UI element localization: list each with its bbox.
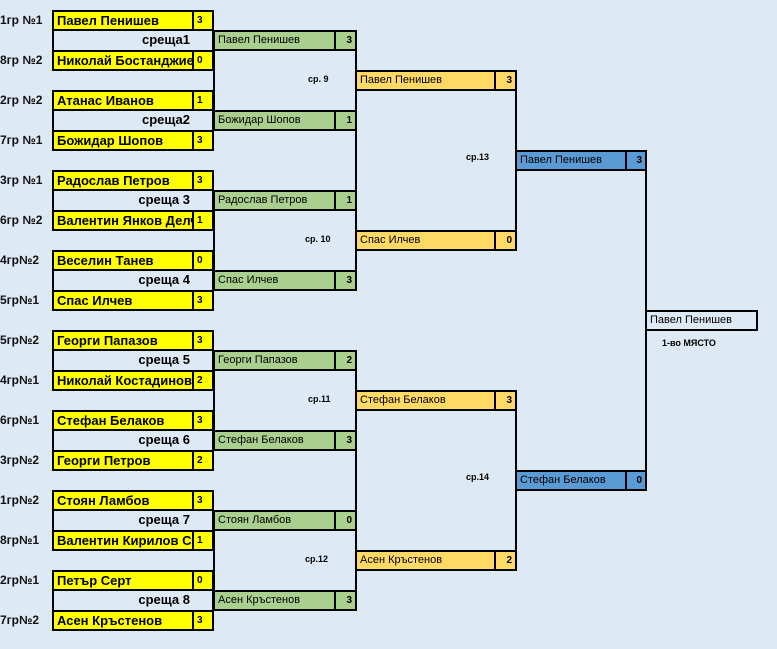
round2-player-name[interactable]: Георги Папазов — [213, 350, 336, 371]
player-name[interactable]: Стоян Ламбов — [52, 490, 194, 511]
player-name[interactable]: Георги Петров — [52, 450, 194, 471]
player-name[interactable]: Петър Серт — [52, 570, 194, 591]
player-score: 0 — [192, 570, 214, 591]
player-score: 3 — [192, 330, 214, 351]
round3-player-score: 0 — [494, 230, 517, 251]
player-score: 2 — [192, 370, 214, 391]
player-name[interactable]: Павел Пенишев — [52, 10, 194, 31]
player-score: 3 — [192, 290, 214, 311]
round3-player-name[interactable]: Павел Пенишев — [355, 70, 496, 91]
match-label: ср.13 — [466, 152, 490, 162]
semifinal-player-name[interactable]: Стефан Белаков — [515, 470, 627, 491]
player-name[interactable]: Стефан Белаков — [52, 410, 194, 431]
round2-player-score: 3 — [334, 270, 357, 291]
player-score: 1 — [192, 530, 214, 551]
champion-name: Павел Пенишев — [645, 310, 758, 331]
round2-player-score: 3 — [334, 430, 357, 451]
round2-player-name[interactable]: Радослав Петров — [213, 190, 336, 211]
player-score: 0 — [192, 250, 214, 271]
match-label: ср. 10 — [305, 234, 331, 244]
connector-line — [213, 370, 215, 430]
player-name[interactable]: Николай Костадинов — [52, 370, 194, 391]
seed-label: 8гр№1 — [0, 533, 40, 547]
round2-player-score: 3 — [334, 30, 357, 51]
match-label: ср.12 — [305, 554, 329, 564]
match-label: ср.11 — [308, 394, 331, 404]
meeting-label: среща 8 — [52, 590, 214, 610]
seed-label: 1гр №1 — [0, 13, 43, 27]
connector-line — [355, 90, 357, 230]
round2-player-score: 2 — [334, 350, 357, 371]
seed-label: 5гр№1 — [0, 293, 40, 307]
round2-player-name[interactable]: Асен Кръстенов — [213, 590, 336, 611]
round2-player-name[interactable]: Павел Пенишев — [213, 30, 336, 51]
seed-label: 5гр№2 — [0, 333, 40, 347]
semifinal-player-score: 3 — [625, 150, 647, 171]
seed-label: 1гр№2 — [0, 493, 40, 507]
meeting-label: среща 5 — [52, 350, 214, 370]
round3-player-name[interactable]: Стефан Белаков — [355, 390, 496, 411]
player-name[interactable]: Спас Илчев — [52, 290, 194, 311]
seed-label: 4гр№1 — [0, 373, 40, 387]
match-label: ср. 9 — [308, 74, 329, 84]
player-score: 3 — [192, 130, 214, 151]
player-score: 3 — [192, 490, 214, 511]
player-name[interactable]: Веселин Танев — [52, 250, 194, 271]
player-score: 2 — [192, 450, 214, 471]
round3-player-name[interactable]: Спас Илчев — [355, 230, 496, 251]
semifinal-player-name[interactable]: Павел Пенишев — [515, 150, 627, 171]
seed-label: 2гр№1 — [0, 573, 40, 587]
round3-player-name[interactable]: Асен Кръстенов — [355, 550, 496, 571]
semifinal-player-score: 0 — [625, 470, 647, 491]
round2-player-score: 3 — [334, 590, 357, 611]
player-name[interactable]: Атанас Иванов — [52, 90, 194, 111]
connector-line — [355, 410, 357, 550]
seed-label: 7гр №1 — [0, 133, 43, 147]
round2-player-name[interactable]: Стоян Ламбов — [213, 510, 336, 531]
seed-label: 6гр №2 — [0, 213, 43, 227]
round2-player-name[interactable]: Стефан Белаков — [213, 430, 336, 451]
round2-player-name[interactable]: Спас Илчев — [213, 270, 336, 291]
connector-line — [213, 50, 215, 110]
meeting-label: среща2 — [52, 110, 214, 130]
seed-label: 3гр№2 — [0, 453, 40, 467]
connector-line — [213, 530, 215, 590]
player-name[interactable]: Валентин Кирилов Стоянов — [52, 530, 194, 551]
round2-player-name[interactable]: Божидар Шопов — [213, 110, 336, 131]
match-label: ср.14 — [466, 472, 490, 482]
player-name[interactable]: Радослав Петров — [52, 170, 194, 191]
player-score: 0 — [192, 50, 214, 71]
seed-label: 6гр№1 — [0, 413, 40, 427]
connector-line — [213, 210, 215, 270]
place-label: 1-во МЯСТО — [662, 338, 716, 348]
round3-player-score: 2 — [494, 550, 517, 571]
meeting-label: среща 4 — [52, 270, 214, 290]
round3-player-score: 3 — [494, 390, 517, 411]
meeting-label: среща1 — [52, 30, 214, 50]
player-name[interactable]: Георги Папазов — [52, 330, 194, 351]
round2-player-score: 1 — [334, 110, 357, 131]
seed-label: 7гр№2 — [0, 613, 40, 627]
seed-label: 2гр №2 — [0, 93, 43, 107]
player-name[interactable]: Асен Кръстенов — [52, 610, 194, 631]
player-score: 1 — [192, 210, 214, 231]
meeting-label: среща 3 — [52, 190, 214, 210]
seed-label: 3гр №1 — [0, 173, 43, 187]
player-name[interactable]: Николай Бостанджиев — [52, 50, 194, 71]
round3-player-score: 3 — [494, 70, 517, 91]
player-score: 3 — [192, 170, 214, 191]
player-score: 3 — [192, 10, 214, 31]
player-name[interactable]: Валентин Янков Делчев — [52, 210, 194, 231]
meeting-label: среща 7 — [52, 510, 214, 530]
seed-label: 8гр №2 — [0, 53, 43, 67]
round2-player-score: 0 — [334, 510, 357, 531]
round2-player-score: 1 — [334, 190, 357, 211]
player-score: 3 — [192, 410, 214, 431]
player-score: 3 — [192, 610, 214, 631]
seed-label: 4гр№2 — [0, 253, 40, 267]
meeting-label: среща 6 — [52, 430, 214, 450]
player-score: 1 — [192, 90, 214, 111]
player-name[interactable]: Божидар Шопов — [52, 130, 194, 151]
